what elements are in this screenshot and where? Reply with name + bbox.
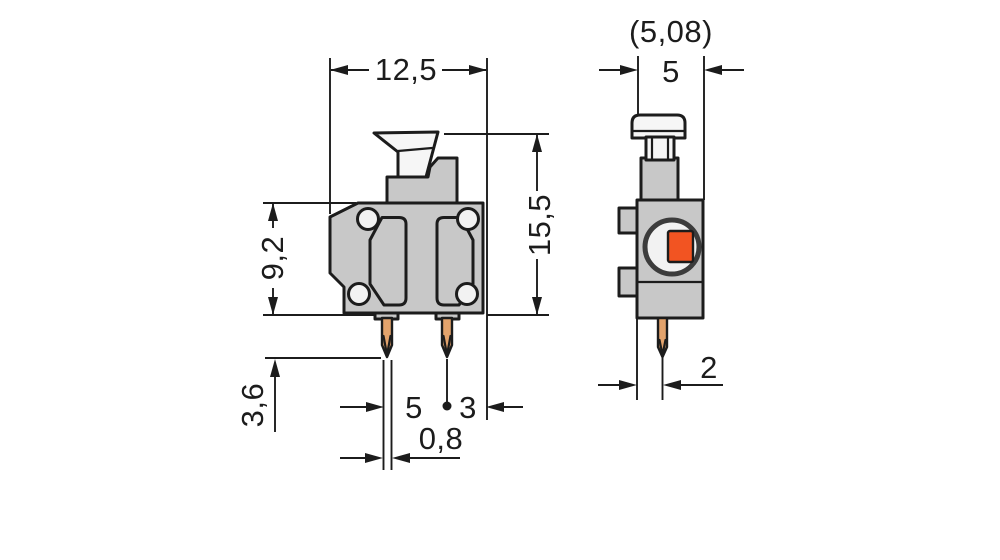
dim-front-body-height: 9,2	[255, 202, 375, 316]
dim-side-pin-offset: 2	[598, 318, 723, 400]
dim-label-side-width: 5	[662, 54, 680, 89]
side-neck	[639, 156, 680, 202]
front-hole-bottom-left	[347, 282, 371, 306]
front-push-button	[372, 130, 440, 179]
dim-label-front-body-height: 9,2	[255, 236, 290, 281]
front-window-left	[368, 216, 408, 307]
front-actuator-base	[385, 156, 459, 205]
dim-label-front-pin-pitch: 5	[405, 390, 423, 425]
dim-front-width: 12,5	[329, 52, 488, 420]
dim-label-front-total-height: 15,5	[522, 194, 557, 256]
dim-front-pin-pitch-and-edge: 5 3	[340, 359, 523, 425]
dim-front-pin-width: 0,8	[340, 360, 463, 470]
solder-pin-left	[380, 316, 394, 359]
pin-center-dot	[442, 401, 452, 411]
side-tab-lower	[617, 266, 639, 298]
solder-pin-side	[656, 316, 669, 400]
side-tab-upper	[617, 206, 639, 235]
dim-label-side-pin-offset: 2	[700, 350, 718, 385]
dim-label-front-pin-length: 3,6	[235, 383, 270, 428]
dim-label-side-pitch-nominal: (5,08)	[629, 14, 713, 49]
side-button-stem	[644, 135, 676, 162]
solder-pin-right	[440, 316, 454, 359]
front-hole-top-left	[356, 207, 380, 231]
front-view	[328, 130, 485, 359]
dim-label-front-width: 12,5	[375, 52, 437, 87]
dim-side-width: 5	[599, 54, 744, 200]
front-push-button-cap-line	[396, 146, 434, 153]
dim-side-pitch-nominal: (5,08)	[629, 14, 713, 49]
dim-label-front-pin-to-edge: 3	[459, 390, 477, 425]
side-push-button	[630, 113, 687, 140]
front-hole-bottom-right	[455, 282, 479, 306]
front-hole-top-right	[456, 207, 480, 231]
dim-front-total-height: 15,5	[444, 133, 557, 316]
dim-label-front-pin-width: 0,8	[419, 421, 464, 456]
clamp-spring-orange	[666, 229, 695, 264]
side-view	[617, 113, 705, 400]
dim-front-pin-length: 3,6	[235, 357, 381, 432]
